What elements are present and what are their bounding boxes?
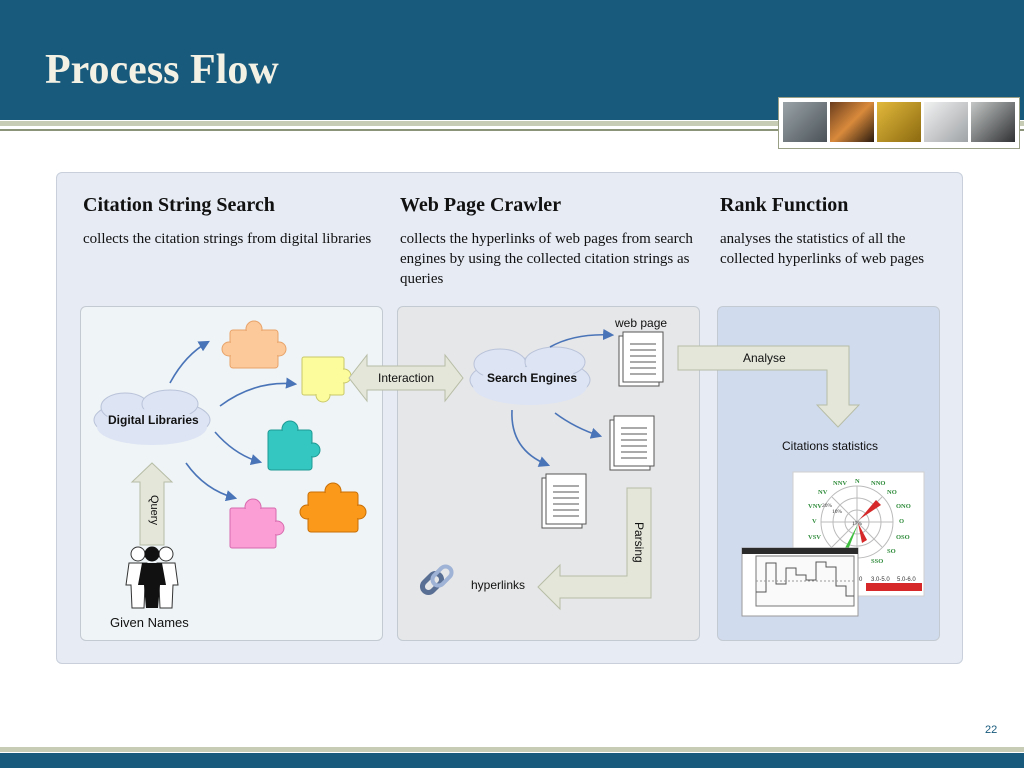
- puzzle-pink-icon: [229, 498, 285, 549]
- photo-gauge: [877, 102, 921, 142]
- photo-blueprint: [924, 102, 968, 142]
- chain-link-icon: [419, 564, 454, 596]
- footer-rule: [0, 747, 1024, 752]
- puzzle-yellow-icon: [301, 356, 352, 403]
- puzzle-orange-icon: [299, 482, 367, 533]
- radar-direction-label: O: [899, 518, 904, 525]
- photo-person: [830, 102, 874, 142]
- arrow-to-yellow-puzzle: [219, 377, 298, 407]
- document-icon-middle: [609, 415, 655, 471]
- query-arrow: [130, 462, 174, 546]
- heading-citation-string-search: Citation String Search: [83, 194, 275, 216]
- parsing-label: Parsing: [632, 522, 646, 563]
- radar-legend-label: 0: [859, 577, 863, 583]
- radar-direction-label: SSO: [871, 558, 883, 565]
- radar-percent-label: 20%: [822, 503, 833, 509]
- slide-title: Process Flow: [45, 47, 279, 93]
- document-icon-top: [618, 331, 664, 387]
- radar-direction-label: NNV: [833, 480, 847, 487]
- radar-direction-label: SO: [887, 548, 896, 555]
- radar-direction-label: NNO: [871, 480, 885, 487]
- interaction-arrow: [348, 353, 464, 403]
- histogram-image: [741, 547, 859, 617]
- radar-percent-label: 10%: [832, 509, 843, 515]
- given-names-label: Given Names: [110, 615, 189, 630]
- puzzle-teal-icon: [267, 420, 321, 471]
- desc-rank-function: analyses the statistics of all the colle…: [720, 231, 925, 267]
- radar-direction-label: VSV: [808, 534, 821, 541]
- search-engines-label: Search Engines: [487, 371, 578, 385]
- radar-legend-label: 5.0-6.0: [897, 577, 916, 583]
- digital-libraries-label: Digital Libraries: [108, 413, 199, 427]
- arrow-to-teal-puzzle: [214, 431, 263, 465]
- radar-direction-label: OSO: [896, 534, 910, 541]
- radar-direction-label: N: [855, 478, 860, 485]
- query-label: Query: [148, 495, 160, 525]
- citations-statistics-label: Citations statistics: [782, 439, 879, 453]
- radar-direction-label: ONO: [896, 503, 911, 510]
- hyperlinks-label: hyperlinks: [471, 578, 526, 592]
- analyse-label: Analyse: [743, 351, 786, 365]
- footer-bar: [0, 753, 1024, 768]
- heading-rank-function: Rank Function: [720, 194, 849, 216]
- radar-direction-label: NO: [887, 489, 897, 496]
- radar-percent-label: 17%: [852, 521, 863, 527]
- analyse-arrow: [677, 345, 861, 428]
- people-icon: [125, 546, 179, 609]
- puzzle-peach-icon: [221, 320, 287, 369]
- radar-direction-label: VNV: [808, 503, 822, 510]
- radar-direction-label: V: [812, 518, 817, 525]
- arrow-to-web-page-bottom: [511, 409, 551, 467]
- arrow-to-web-page-mid: [554, 412, 603, 439]
- header-rule-thin: [0, 129, 1024, 131]
- arrow-to-peach-puzzle: [169, 340, 210, 384]
- photo-businessmen: [971, 102, 1015, 142]
- page-number: 22: [985, 724, 998, 736]
- parsing-arrow: [537, 487, 652, 611]
- header-rule: [0, 121, 1024, 126]
- desc-web-page-crawler: collects the hyperlinks of web pages fro…: [400, 231, 693, 287]
- radar-direction-label: NV: [818, 489, 828, 496]
- search-engines-cloud: [469, 346, 591, 405]
- digital-libraries-cloud: [93, 389, 211, 445]
- arrow-to-web-page-top: [549, 328, 615, 348]
- heading-web-page-crawler: Web Page Crawler: [400, 194, 562, 216]
- interaction-label: Interaction: [378, 371, 435, 385]
- photo-clock: [783, 102, 827, 142]
- document-icon-bottom: [541, 473, 587, 529]
- header-photo-strip: [778, 97, 1020, 149]
- desc-citation-string-search: collects the citation strings from digit…: [83, 231, 372, 247]
- radar-legend-label: 3.0-5.0: [871, 577, 890, 583]
- web-page-label: web page: [615, 316, 668, 330]
- arrow-to-pink-puzzle: [185, 462, 238, 502]
